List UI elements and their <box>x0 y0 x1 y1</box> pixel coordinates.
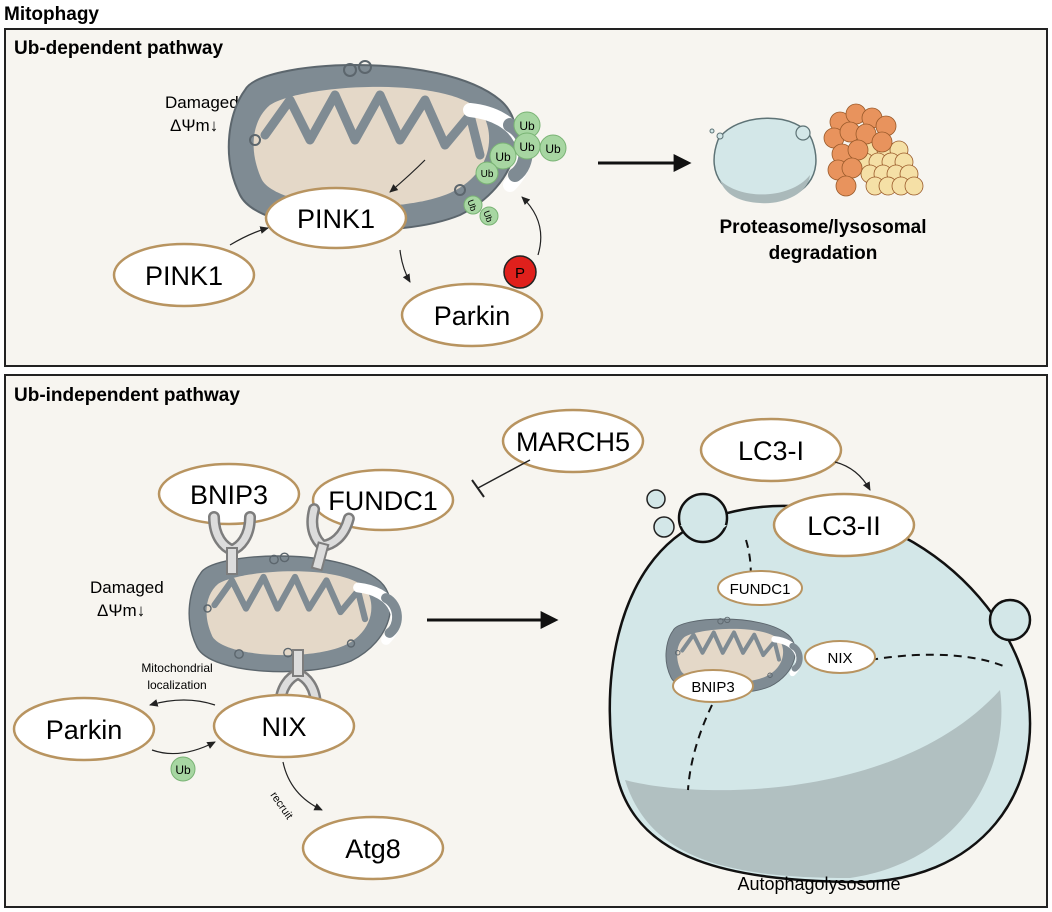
arrow-nix-to-parkin <box>149 699 216 707</box>
autophagolysosome <box>608 489 1032 884</box>
bnip3-label: BNIP3 <box>190 480 268 510</box>
fundc1-label: FUNDC1 <box>328 486 438 516</box>
ub-label: Ub <box>481 209 494 223</box>
arrow-to-pink1 <box>389 159 426 193</box>
lc3-2-label: LC3-II <box>807 511 881 541</box>
inhibit-bar <box>471 479 485 498</box>
arrow-parkin-to-nix <box>151 741 216 755</box>
parkin-bottom-oval <box>12 696 156 762</box>
arrow-parkin-ub <box>521 196 542 256</box>
degradation-label-2: degradation <box>769 243 878 264</box>
inner-nix-label: NIX <box>827 650 852 667</box>
degradation-label-1: Proteasome/lysosomal <box>720 217 927 238</box>
parkin-top-oval <box>400 282 544 348</box>
ub-label: Ub <box>495 150 511 164</box>
ub-label: Ub <box>481 169 494 180</box>
pink1-cyto-oval <box>112 242 256 308</box>
arrow-to-parkin <box>399 249 411 283</box>
lc3-2-oval <box>772 492 916 558</box>
arrow-recruit <box>282 761 323 811</box>
phospho-badge <box>503 255 537 289</box>
parkin-bottom-label: Parkin <box>46 715 123 745</box>
lysosome-icon <box>709 117 817 204</box>
ub-independent-title: Ub-independent pathway <box>14 385 240 406</box>
arrow-pink1-import <box>229 226 269 246</box>
pink1-mito-oval <box>264 186 408 250</box>
pink1-cyto-label: PINK1 <box>145 261 223 291</box>
lc3-1-oval <box>699 417 843 483</box>
ub-label: Ub <box>545 142 561 156</box>
parkin-top-label: Parkin <box>434 301 511 331</box>
ubiquitin-chain: Ub Ub Ub Ub Ub Ub Ub <box>463 111 567 226</box>
march5-oval <box>501 408 645 474</box>
pink1-mito-label: PINK1 <box>297 204 375 234</box>
proteasome-subunit <box>904 176 924 196</box>
inhibit-line <box>477 459 531 489</box>
nix-label: NIX <box>261 712 306 742</box>
ub-circle-bottom <box>170 756 196 782</box>
ub-label: Ub <box>519 119 535 133</box>
proteasome-subunit <box>835 175 857 197</box>
proteasome-icon <box>823 103 924 197</box>
damaged-label-top-1: Damaged <box>165 93 239 112</box>
damaged-label-bottom-2: ΔΨm↓ <box>97 601 145 620</box>
proteasome-subunit <box>847 139 869 161</box>
proteasome-subunit <box>841 157 863 179</box>
nix-oval <box>212 693 356 759</box>
inner-fundc1-oval <box>717 570 803 606</box>
bnip3-oval <box>157 462 301 526</box>
atg8-oval <box>301 815 445 881</box>
ub-label: Ub <box>465 198 478 212</box>
inner-bnip3-label: BNIP3 <box>691 679 734 696</box>
inner-nix-oval <box>804 640 876 674</box>
mito-localization-label-1: Mitochondrial <box>141 661 212 675</box>
ub-dependent-title: Ub-dependent pathway <box>14 38 223 59</box>
inner-bnip3-oval <box>672 669 754 703</box>
figure-title: Mitophagy <box>4 4 99 25</box>
inner-fundc1-label: FUNDC1 <box>730 581 791 598</box>
proteasome-subunit <box>871 131 893 153</box>
damaged-label-bottom-1: Damaged <box>90 578 164 597</box>
arrow-lc3-conversion <box>834 461 871 491</box>
damaged-label-top-2: ΔΨm↓ <box>170 116 218 135</box>
autophagolysosome-label: Autophagolysosome <box>737 874 900 894</box>
ub-label: Ub <box>519 140 535 154</box>
phospho-label: P <box>515 265 525 282</box>
ub-label-bottom: Ub <box>175 763 191 777</box>
march5-label: MARCH5 <box>516 427 630 457</box>
mito-localization-label-2: localization <box>147 678 206 692</box>
lc3-1-label: LC3-I <box>738 436 804 466</box>
atg8-label: Atg8 <box>345 834 401 864</box>
